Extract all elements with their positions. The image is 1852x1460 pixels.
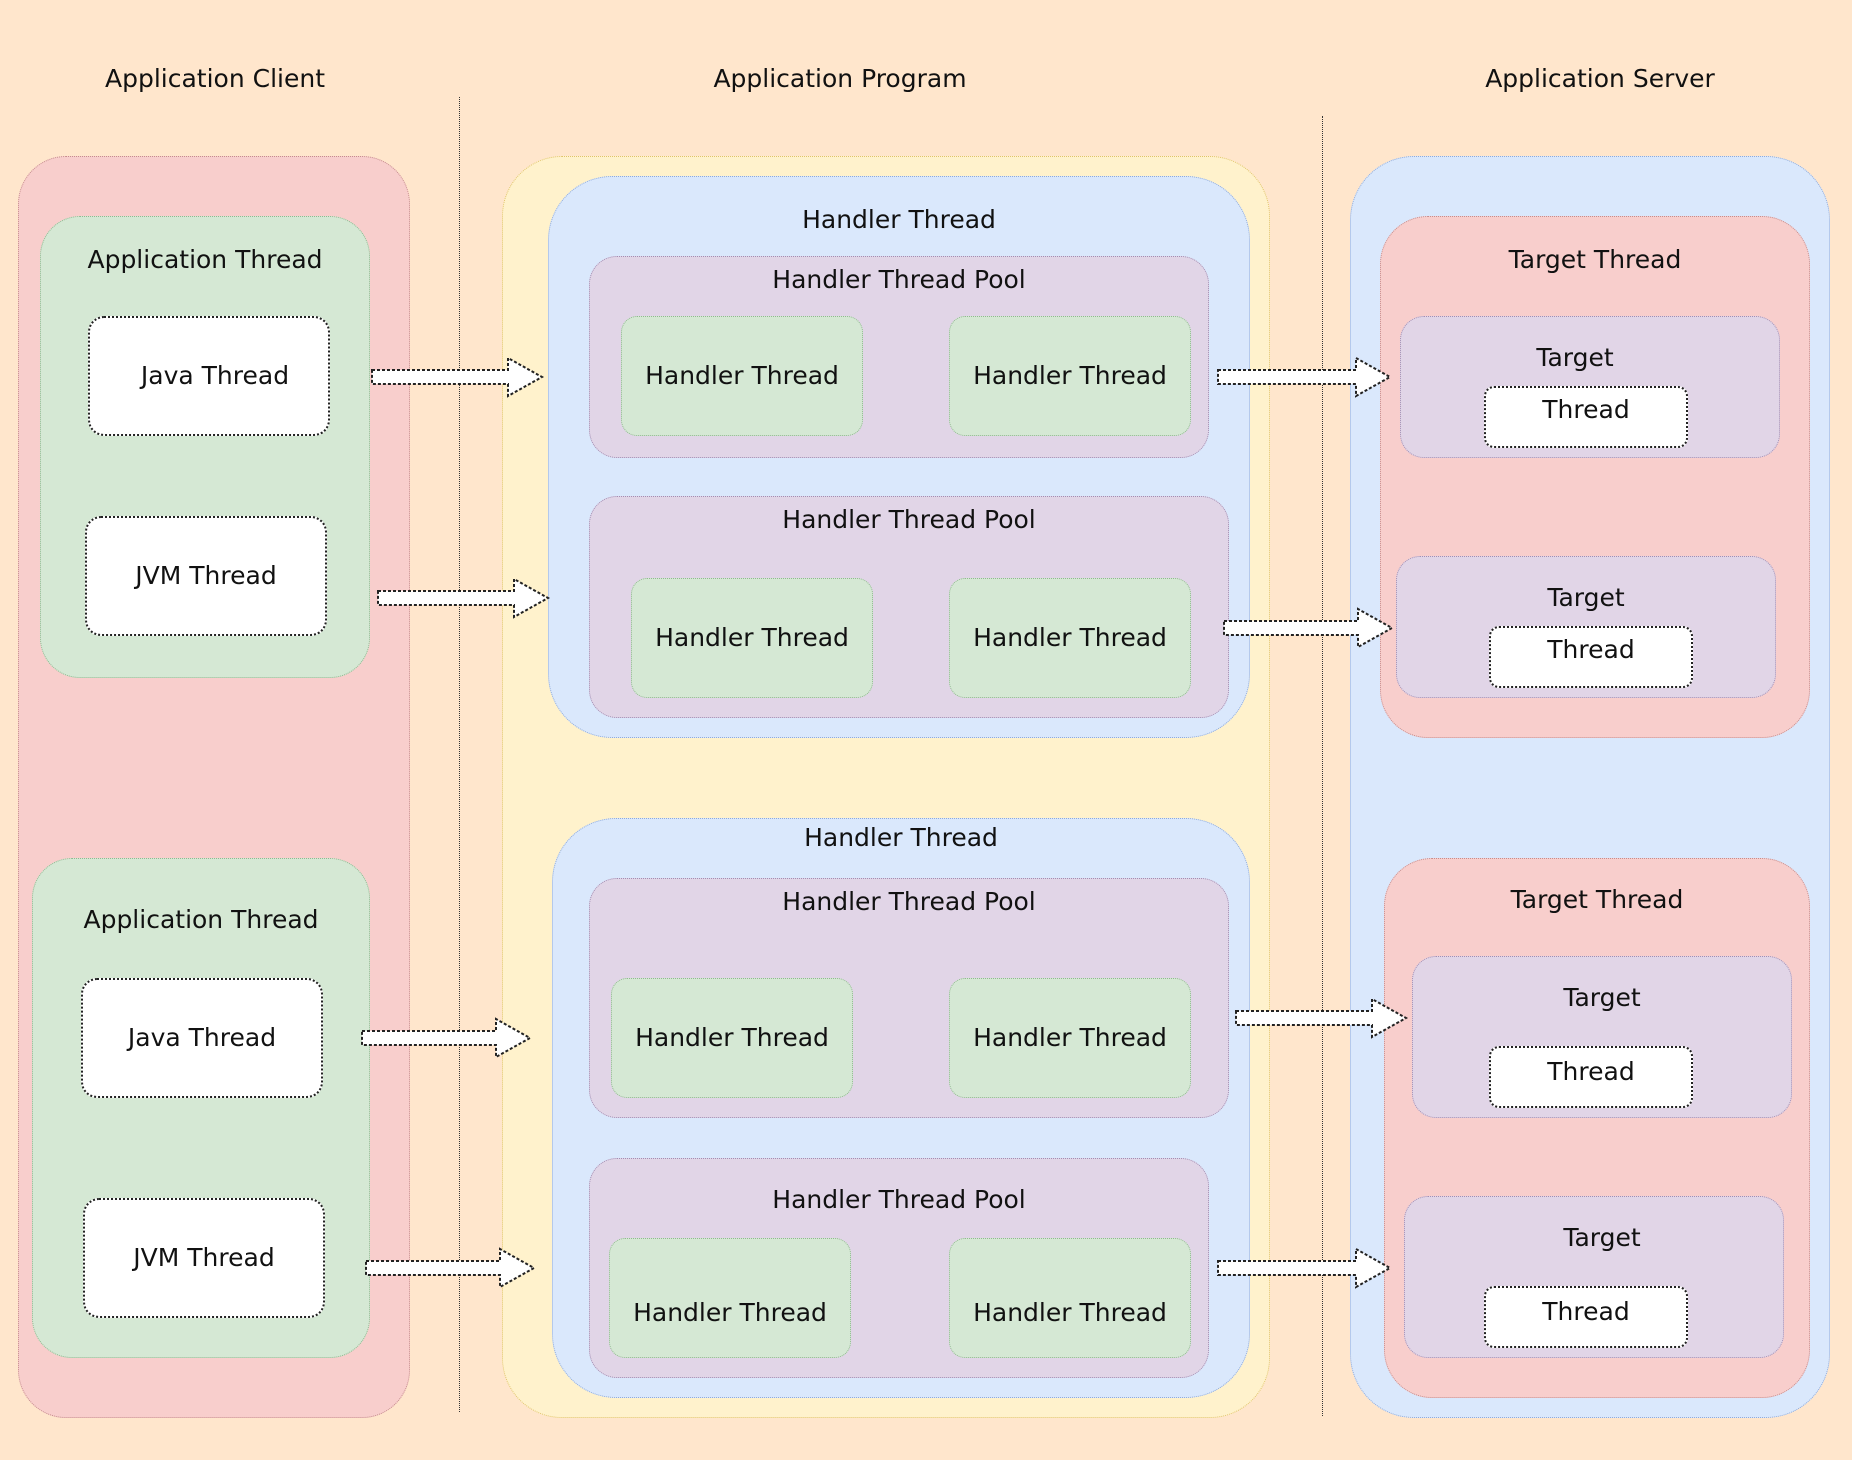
application-thread-title: Application Thread	[83, 905, 319, 934]
target-label: Target	[1563, 983, 1641, 1012]
handler-thread-box: Handler Thread	[609, 1238, 851, 1358]
target-label: Target	[1547, 583, 1625, 612]
divider-left	[459, 97, 460, 1412]
handler-thread-pool-title: Handler Thread Pool	[782, 887, 1036, 916]
handler-thread-label: Handler Thread	[635, 1023, 829, 1052]
handler-thread-box: Handler Thread	[631, 578, 873, 698]
target-thread-title: Target Thread	[1508, 245, 1682, 274]
column-title-server: Application Server	[1485, 64, 1715, 93]
handler-thread-label: Handler Thread	[973, 1023, 1167, 1052]
handler-thread-label: Handler Thread	[973, 1298, 1167, 1327]
jvm-thread-box: JVM Thread	[85, 516, 327, 636]
divider-right	[1322, 116, 1323, 1416]
application-thread-title: Application Thread	[87, 245, 323, 274]
target-thread-title: Target Thread	[1510, 885, 1684, 914]
handler-thread-box: Handler Thread	[949, 978, 1191, 1098]
handler-thread-label: Handler Thread	[655, 623, 849, 652]
handler-thread-box: Handler Thread	[611, 978, 853, 1098]
handler-thread-box: Handler Thread	[949, 316, 1191, 436]
thread-label: Thread	[1542, 1297, 1630, 1326]
java-thread-label: Java Thread	[127, 1023, 277, 1052]
jvm-thread-label: JVM Thread	[135, 561, 277, 590]
target-label: Target	[1536, 343, 1614, 372]
thread-label: Thread	[1547, 1057, 1635, 1086]
handler-thread-label: Handler Thread	[973, 623, 1167, 652]
handler-thread-title: Handler Thread	[804, 823, 998, 852]
thread-label: Thread	[1547, 635, 1635, 664]
column-title-client: Application Client	[104, 64, 325, 93]
column-title-program: Application Program	[713, 64, 967, 93]
thread-label: Thread	[1542, 395, 1630, 424]
handler-thread-box: Handler Thread	[949, 1238, 1191, 1358]
handler-thread-label: Handler Thread	[973, 361, 1167, 390]
target-label: Target	[1563, 1223, 1641, 1252]
handler-thread-label: Handler Thread	[645, 361, 839, 390]
thread-box: Thread	[1489, 626, 1693, 688]
handler-thread-pool-title: Handler Thread Pool	[772, 265, 1026, 294]
thread-box: Thread	[1484, 1286, 1688, 1348]
handler-thread-pool-title: Handler Thread Pool	[782, 505, 1036, 534]
thread-box: Thread	[1489, 1046, 1693, 1108]
handler-thread-pool-title: Handler Thread Pool	[772, 1185, 1026, 1214]
java-thread-box: Java Thread	[81, 978, 323, 1098]
thread-box: Thread	[1484, 386, 1688, 448]
jvm-thread-label: JVM Thread	[133, 1243, 275, 1272]
handler-thread-box: Handler Thread	[621, 316, 863, 436]
handler-thread-box: Handler Thread	[949, 578, 1191, 698]
handler-thread-label: Handler Thread	[633, 1298, 827, 1327]
handler-thread-title: Handler Thread	[802, 205, 996, 234]
java-thread-box: Java Thread	[88, 316, 330, 436]
java-thread-label: Java Thread	[140, 361, 290, 390]
jvm-thread-box: JVM Thread	[83, 1198, 325, 1318]
